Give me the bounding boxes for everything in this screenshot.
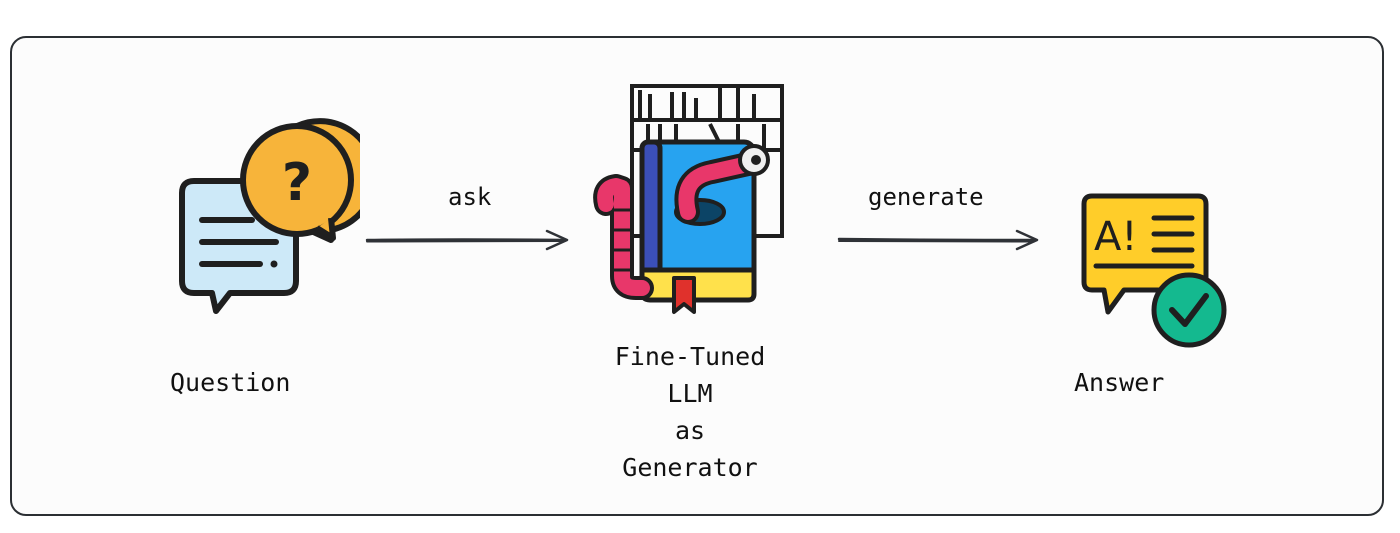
node-label-answer: Answer	[1074, 368, 1165, 397]
arrow-ask	[365, 229, 569, 251]
arrow-generate	[837, 229, 1039, 251]
node-label-generator: Fine-Tuned LLM as Generator	[590, 338, 790, 486]
svg-text:?: ?	[282, 153, 312, 213]
generator-label-line-1: Fine-Tuned	[614, 342, 766, 371]
svg-text:A!: A!	[1094, 214, 1137, 260]
book-with-bookworm-and-bookshelf-icon	[593, 84, 784, 314]
edge-label-ask: ask	[448, 183, 492, 211]
generator-label-line-2: LLM	[667, 379, 713, 408]
edge-label-generate: generate	[868, 183, 984, 211]
node-label-question: Question	[170, 368, 291, 397]
generator-label-line-3: as	[674, 416, 706, 445]
question-chat-bubbles-icon: ?	[179, 118, 360, 314]
generator-label-line-4: Generator	[622, 453, 758, 482]
answer-bubble-with-checkmark-icon: A!	[1081, 193, 1227, 348]
